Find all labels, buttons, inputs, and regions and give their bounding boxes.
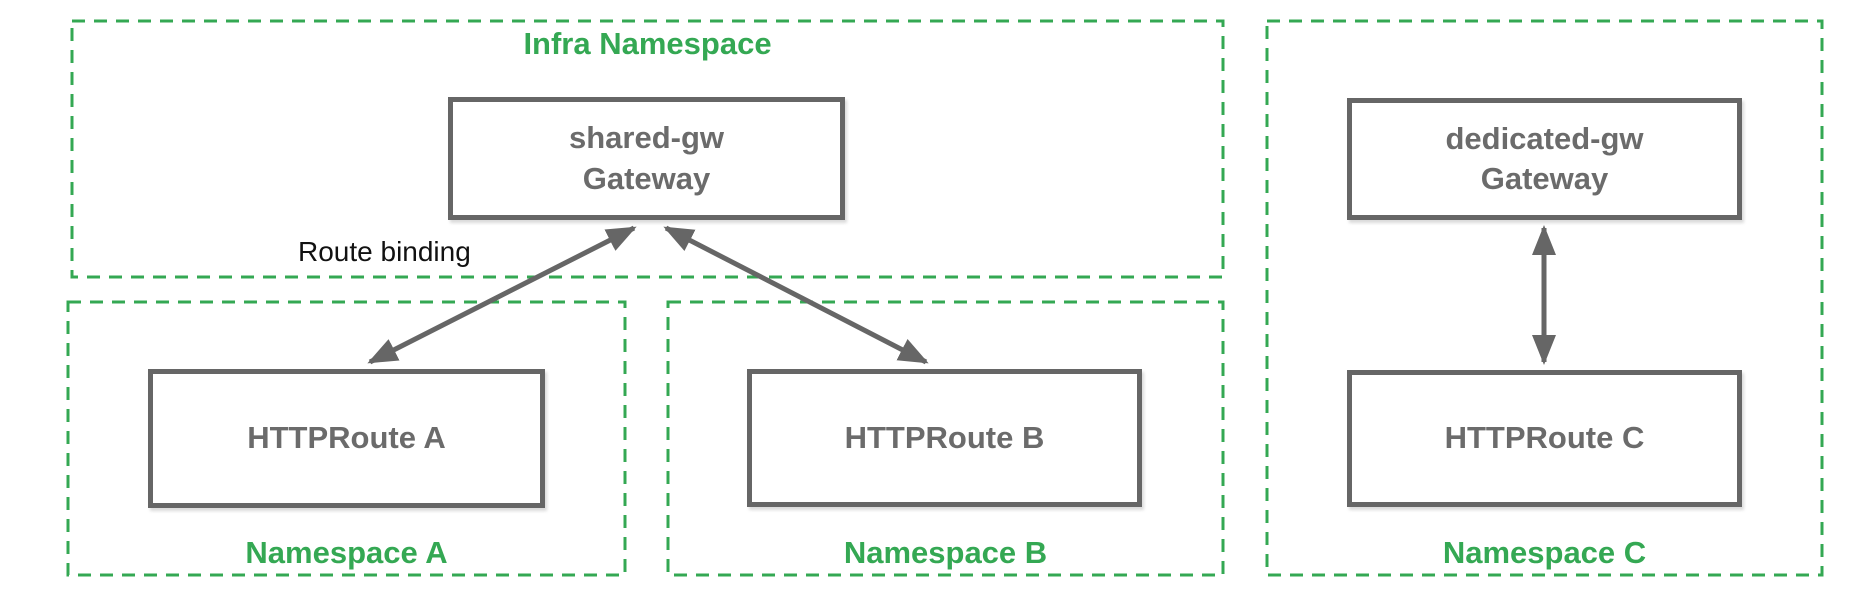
dedicated-gw-gateway-node: dedicated-gw Gateway [1347,98,1742,220]
namespace-b-title: Namespace B [843,535,1048,570]
httproute-a-label: HTTPRoute A [247,420,446,456]
shared-gw-gateway-node: shared-gw Gateway [448,97,845,220]
infra-namespace-title: Infra Namespace [523,26,772,61]
httproute-c-node: HTTPRoute C [1347,370,1742,507]
httproute-b-node: HTTPRoute B [747,369,1142,507]
dedicated-gw-gateway-name: dedicated-gw [1445,120,1644,156]
shared-gw-gateway-name: shared-gw [568,120,725,156]
httproute-b-label: HTTPRoute B [844,419,1045,455]
route-b-binding-arrow [663,225,929,365]
httproute-a-node: HTTPRoute A [148,369,545,508]
dedicated-gw-gateway-kind: Gateway [1480,161,1609,196]
shared-gw-gateway-kind: Gateway [582,160,711,196]
namespace-a-title: Namespace A [245,535,448,570]
namespace-c-title: Namespace C [1442,535,1647,570]
route-binding-annotation: Route binding [298,236,471,267]
httproute-c-label: HTTPRoute C [1444,420,1645,456]
